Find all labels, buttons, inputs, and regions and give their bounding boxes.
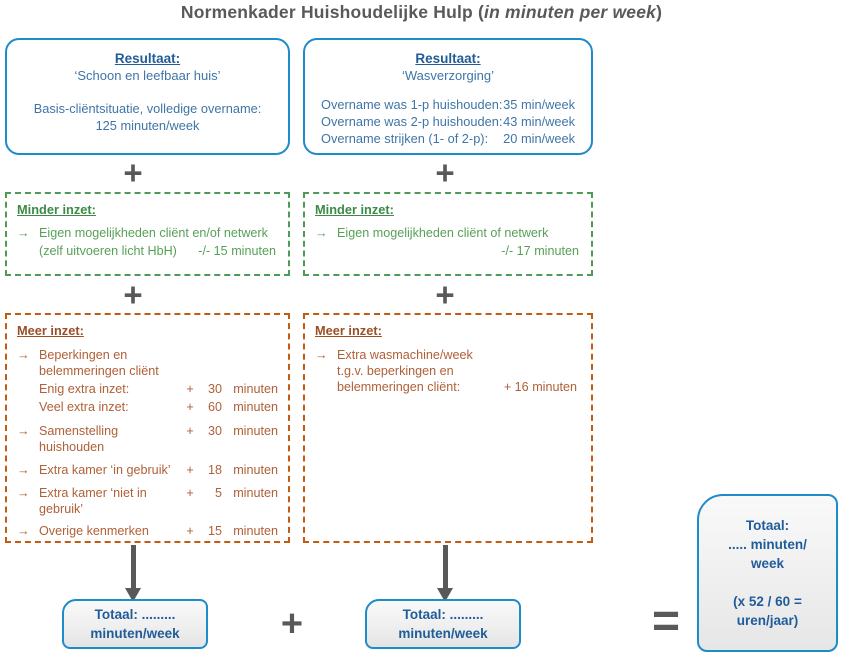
page-title: Normenkader Huishoudelijke Hulp (in minu… bbox=[0, 2, 843, 23]
minder-heading: Minder inzet: bbox=[315, 202, 394, 217]
meer-row: → Extra wasmachine/week bbox=[315, 347, 581, 363]
row-label: Overname strijken (1- of 2-p): bbox=[321, 131, 489, 146]
equals-operator: = bbox=[651, 595, 681, 648]
result-heading: Resultaat: bbox=[415, 51, 481, 66]
minder-item: → Eigen mogelijkheden cliënt en/of netwe… bbox=[17, 225, 276, 241]
arrow-bullet-icon: → bbox=[17, 463, 30, 477]
row-value: 20 min/week bbox=[503, 131, 575, 146]
minder-item-detail: (zelf uitvoeren licht HbH) -/- 15 minute… bbox=[17, 243, 276, 259]
row-label: Overname was 2-p huishouden: bbox=[321, 114, 503, 129]
meer-inzet-box-was: Meer inzet: → Extra wasmachine/week t.g.… bbox=[303, 313, 593, 543]
meer-row-label: Extra kamer ‘niet in gebruik’ bbox=[39, 486, 147, 516]
arrow-bullet-icon: → bbox=[315, 226, 328, 240]
meer-row: belemmeringen cliënt: + 16 minuten bbox=[315, 379, 581, 395]
minder-inzet-box-schoon: Minder inzet: → Eigen mogelijkheden clië… bbox=[5, 192, 290, 276]
meer-row-label: Extra kamer ‘in gebruik’ bbox=[39, 463, 171, 477]
row-label: Overname was 1-p huishouden: bbox=[321, 97, 503, 112]
row-value: 35 min/week bbox=[503, 97, 575, 112]
meer-row-minutes: 5 bbox=[214, 486, 222, 500]
minder-item-detail: -/- 17 minuten bbox=[315, 243, 579, 259]
arrow-bullet-icon: → bbox=[17, 348, 30, 362]
result-row: Overname was 1-p huishouden: 35 min/week bbox=[317, 96, 579, 113]
title-prefix: Normenkader Huishoudelijke Hulp ( bbox=[180, 2, 485, 22]
meer-row: → Beperkingen en belemmeringen cliënt bbox=[17, 347, 278, 379]
result-row: Overname strijken (1- of 2-p): 20 min/we… bbox=[317, 130, 579, 147]
totaal-line: minuten/week bbox=[90, 626, 180, 641]
arrow-bullet-icon: → bbox=[17, 486, 30, 500]
totaal-line: Totaal: ......... bbox=[402, 607, 484, 622]
meer-row: Veel extra inzet: + 60 minuten bbox=[39, 400, 278, 414]
meer-row-label: belemmeringen cliënt: bbox=[337, 380, 461, 394]
result-box-wasverzorging: Resultaat: ‘Wasverzorging’ Overname was … bbox=[303, 38, 593, 155]
arrow-bullet-icon: → bbox=[17, 226, 30, 240]
meer-row-minutes: 30 bbox=[207, 382, 222, 396]
meer-row-minutes: 18 bbox=[207, 463, 222, 477]
minder-value: -/- 17 minuten bbox=[501, 244, 579, 258]
meer-row-label: Overige kenmerken bbox=[39, 524, 149, 538]
minder-inzet-box-was: Minder inzet: → Eigen mogelijkheden clië… bbox=[303, 192, 593, 276]
meer-inzet-box-schoon: Meer inzet: → Beperkingen en belemmering… bbox=[5, 313, 290, 543]
meer-row-label: t.g.v. beperkingen en bbox=[337, 364, 454, 378]
title-suffix: ) bbox=[656, 2, 663, 22]
plus-operator: + bbox=[435, 154, 455, 191]
meer-row-minutes: 30 bbox=[207, 424, 222, 438]
result-heading: Resultaat: bbox=[114, 51, 181, 66]
result-line: Basis-cliëntsituatie, volledige overname… bbox=[33, 101, 262, 116]
meer-row-label: Enig extra inzet: bbox=[39, 382, 130, 396]
totaal-box-was: Totaal: ......... minuten/week bbox=[365, 599, 521, 649]
meer-row-minutes: 15 bbox=[207, 524, 222, 538]
grand-total-box: Totaal: ..... minuten/ week (x 52 / 60 =… bbox=[697, 494, 838, 652]
result-row: Overname was 2-p huishouden: 43 min/week bbox=[317, 113, 579, 130]
meer-row-label: Beperkingen en belemmeringen cliënt bbox=[39, 348, 159, 378]
plus-operator: + bbox=[280, 603, 304, 645]
result-subtitle: ‘Schoon en leefbaar huis’ bbox=[74, 68, 221, 83]
totaal-line: minuten/week bbox=[398, 626, 488, 641]
minder-value: -/- 15 minuten bbox=[198, 244, 276, 258]
meer-row-label: Extra wasmachine/week bbox=[337, 348, 473, 362]
meer-heading: Meer inzet: bbox=[17, 323, 84, 338]
grand-total-line: uren/jaar) bbox=[736, 613, 799, 628]
title-italic: in minuten per week bbox=[484, 2, 657, 22]
meer-row: → Extra kamer ‘in gebruik’ + 18 minuten bbox=[17, 463, 278, 477]
plus-operator: + bbox=[123, 154, 143, 191]
minder-item: → Eigen mogelijkheden cliënt of netwerk bbox=[315, 225, 579, 241]
plus-operator: + bbox=[435, 276, 455, 313]
meer-heading: Meer inzet: bbox=[315, 323, 382, 338]
minder-heading: Minder inzet: bbox=[17, 202, 96, 217]
result-box-schoon-leefbaar-huis: Resultaat: ‘Schoon en leefbaar huis’ Bas… bbox=[5, 38, 290, 155]
meer-row-minutes: + 16 minuten bbox=[503, 380, 577, 394]
arrow-bullet-icon: → bbox=[17, 424, 30, 438]
grand-total-line: ..... minuten/ bbox=[728, 537, 807, 552]
totaal-box-schoon: Totaal: ......... minuten/week bbox=[62, 599, 208, 649]
arrow-bullet-icon: → bbox=[17, 524, 30, 538]
plus-operator: + bbox=[123, 276, 143, 313]
meer-row: → Samenstelling huishouden + 30 minuten bbox=[17, 424, 278, 454]
grand-total-heading: Totaal: bbox=[745, 518, 790, 533]
result-minutes: 125 minuten/week bbox=[95, 118, 200, 133]
minder-item-sub: (zelf uitvoeren licht HbH) bbox=[39, 244, 177, 258]
minder-item-text: Eigen mogelijkheden cliënt of netwerk bbox=[337, 226, 549, 240]
meer-row-label: Veel extra inzet: bbox=[39, 400, 129, 414]
meer-row-label: Samenstelling huishouden bbox=[39, 424, 119, 454]
meer-row: → Overige kenmerken + 15 minuten bbox=[17, 524, 278, 538]
arrow-bullet-icon: → bbox=[315, 348, 328, 362]
meer-row: Enig extra inzet: + 30 minuten bbox=[39, 382, 278, 396]
minder-item-text: Eigen mogelijkheden cliënt en/of netwerk bbox=[39, 226, 268, 240]
meer-row: → Extra kamer ‘niet in gebruik’ + 5 minu… bbox=[17, 486, 278, 516]
result-subtitle: ‘Wasverzorging’ bbox=[402, 68, 494, 83]
totaal-line: Totaal: ......... bbox=[94, 607, 176, 622]
down-arrow-icon bbox=[437, 545, 453, 602]
down-arrow-icon bbox=[125, 545, 141, 602]
grand-total-line: week bbox=[750, 556, 785, 571]
row-value: 43 min/week bbox=[503, 114, 575, 129]
grand-total-line: (x 52 / 60 = bbox=[733, 594, 802, 609]
meer-row-minutes: 60 bbox=[207, 400, 222, 414]
